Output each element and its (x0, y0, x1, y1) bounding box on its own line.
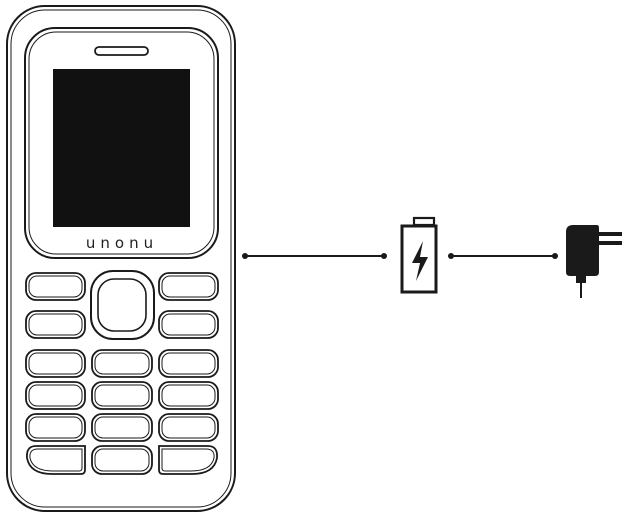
key (158, 381, 219, 410)
phone-body-outer (6, 5, 236, 512)
lightning-bolt (412, 241, 428, 281)
key (91, 413, 153, 442)
key (158, 413, 219, 442)
key (25, 413, 86, 442)
phone-icon: unonu (6, 5, 236, 512)
soft-key-left-bottom (25, 310, 86, 339)
key (26, 445, 86, 475)
connector-battery-charger (448, 253, 558, 259)
connector-phone-battery (242, 253, 387, 259)
key (91, 349, 153, 378)
phone-body-inner (10, 9, 232, 508)
soft-key-left-top (25, 272, 86, 301)
key (158, 445, 218, 475)
nav-pad-inner (97, 278, 147, 332)
brand-logo: unonu (86, 234, 158, 252)
keypad (25, 349, 219, 475)
phone-screen (53, 69, 190, 227)
soft-key-right-bottom (158, 310, 219, 339)
earpiece (94, 46, 149, 56)
screen-bezel-outer (24, 27, 219, 259)
nav-pad-outer (90, 270, 155, 340)
soft-key-right-top (158, 272, 219, 301)
key (25, 381, 86, 410)
key (91, 445, 153, 475)
key (91, 381, 153, 410)
key (158, 349, 219, 378)
battery-charging-icon (400, 216, 438, 294)
wall-charger-icon (566, 225, 622, 298)
screen-bezel-inner (28, 31, 215, 255)
key (25, 349, 86, 378)
